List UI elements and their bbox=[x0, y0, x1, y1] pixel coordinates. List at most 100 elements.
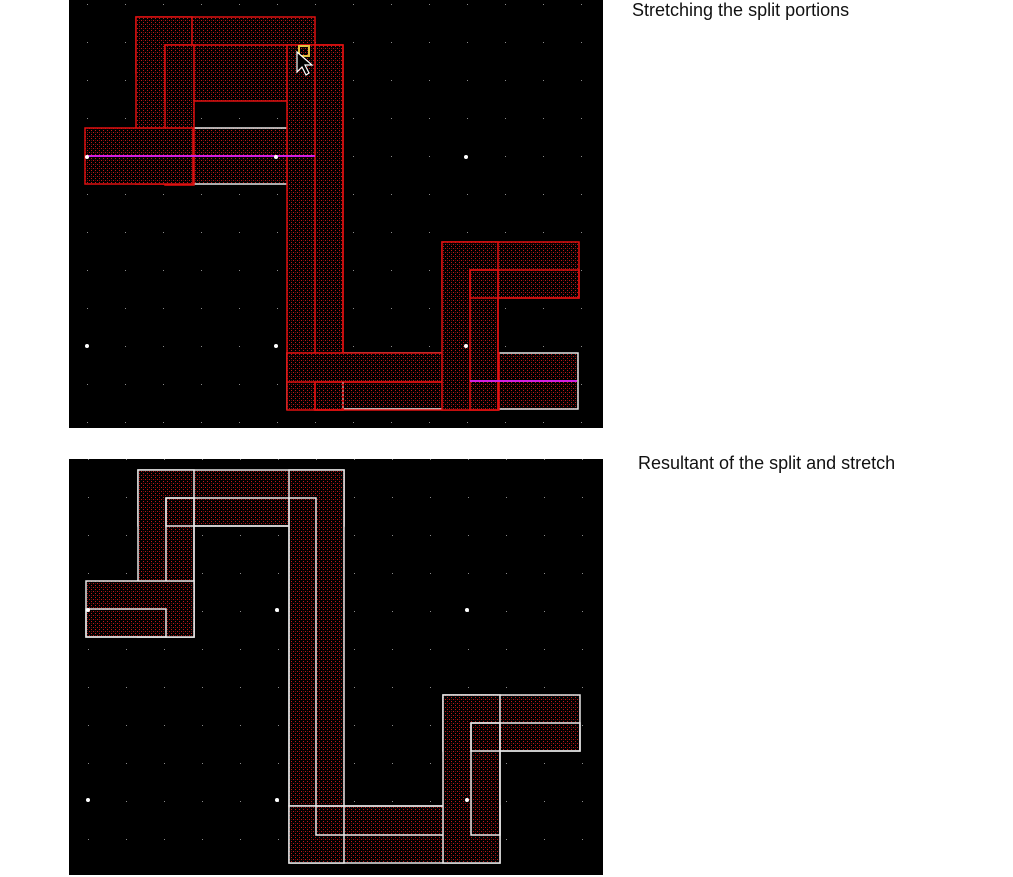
grid-dot bbox=[126, 763, 127, 764]
grid-dot bbox=[543, 232, 544, 233]
grid-dot bbox=[506, 687, 507, 688]
grid-dot bbox=[277, 422, 278, 423]
grid-dot bbox=[506, 573, 507, 574]
grid-dot bbox=[201, 422, 202, 423]
grid-dot bbox=[505, 422, 506, 423]
grid-dot bbox=[581, 346, 582, 347]
grid-dot bbox=[239, 308, 240, 309]
grid-dot bbox=[467, 80, 468, 81]
grid-dot bbox=[163, 270, 164, 271]
grid-dot bbox=[239, 384, 240, 385]
grid-dot bbox=[544, 687, 545, 688]
grid-dot bbox=[544, 649, 545, 650]
grid-dot bbox=[315, 4, 316, 5]
grid-dot bbox=[278, 839, 279, 840]
grid-dot bbox=[430, 459, 431, 460]
grid-dot bbox=[430, 611, 431, 612]
grid-dot bbox=[277, 232, 278, 233]
grid-dot bbox=[240, 459, 241, 460]
grid-dot bbox=[239, 232, 240, 233]
grid-dot bbox=[392, 763, 393, 764]
grid-dot bbox=[164, 839, 165, 840]
grid-dot bbox=[240, 763, 241, 764]
wire-segment bbox=[470, 722, 501, 836]
grid-dot bbox=[277, 118, 278, 119]
grid-dot bbox=[87, 42, 88, 43]
grid-dot bbox=[467, 4, 468, 5]
grid-dot bbox=[544, 839, 545, 840]
grid-dot bbox=[544, 535, 545, 536]
grid-dot bbox=[582, 611, 583, 612]
grid-dot bbox=[391, 308, 392, 309]
grid-dot bbox=[278, 535, 279, 536]
grid-dot bbox=[240, 649, 241, 650]
grid-dot bbox=[582, 763, 583, 764]
grid-dot bbox=[392, 725, 393, 726]
grid-dot bbox=[126, 649, 127, 650]
grid-dot bbox=[506, 611, 507, 612]
wire-segment bbox=[85, 608, 167, 638]
grid-dot bbox=[505, 42, 506, 43]
grid-dot bbox=[163, 194, 164, 195]
grid-dot bbox=[354, 687, 355, 688]
grid-dot bbox=[354, 801, 355, 802]
grid-dot bbox=[581, 156, 582, 157]
grid-dot bbox=[125, 308, 126, 309]
grid-dot bbox=[202, 801, 203, 802]
grid-dot bbox=[125, 118, 126, 119]
arrow-pointer-icon bbox=[296, 45, 314, 76]
grid-dot bbox=[581, 194, 582, 195]
layout-canvas-stretching[interactable] bbox=[69, 0, 603, 428]
grid-dot bbox=[164, 687, 165, 688]
grid-dot bbox=[505, 4, 506, 5]
grid-dot bbox=[240, 839, 241, 840]
grid-dot bbox=[429, 232, 430, 233]
grid-dot bbox=[543, 42, 544, 43]
grid-dot bbox=[581, 384, 582, 385]
grid-dot bbox=[391, 4, 392, 5]
grid-dot bbox=[354, 573, 355, 574]
grid-dot bbox=[581, 80, 582, 81]
grid-dot bbox=[467, 118, 468, 119]
grid-dot bbox=[582, 535, 583, 536]
snap-points-bottom bbox=[86, 608, 469, 802]
grid-dot bbox=[429, 346, 430, 347]
grid-dot bbox=[125, 232, 126, 233]
grid-dot bbox=[277, 194, 278, 195]
grid-dot bbox=[354, 725, 355, 726]
grid-dot bbox=[467, 232, 468, 233]
grid-dot bbox=[391, 118, 392, 119]
grid-dot bbox=[240, 611, 241, 612]
grid-dot bbox=[505, 80, 506, 81]
grid-dot bbox=[581, 232, 582, 233]
grid-dot bbox=[202, 649, 203, 650]
grid-dot bbox=[354, 649, 355, 650]
grid-dot bbox=[125, 270, 126, 271]
grid-dot bbox=[201, 384, 202, 385]
grid-dot bbox=[240, 573, 241, 574]
grid-dot bbox=[278, 649, 279, 650]
grid-dot bbox=[240, 687, 241, 688]
layout-canvas-resultant[interactable] bbox=[69, 459, 603, 875]
grid-dot bbox=[125, 80, 126, 81]
grid-dot bbox=[582, 573, 583, 574]
grid-dot bbox=[278, 459, 279, 460]
grid-dot bbox=[87, 118, 88, 119]
grid-dot bbox=[468, 535, 469, 536]
grid-dot bbox=[353, 42, 354, 43]
grid-dot bbox=[126, 687, 127, 688]
grid-dot bbox=[392, 687, 393, 688]
grid-dot bbox=[353, 194, 354, 195]
grid-dot bbox=[392, 573, 393, 574]
grid-dot bbox=[88, 763, 89, 764]
grid-dot bbox=[87, 270, 88, 271]
grid-dot bbox=[88, 839, 89, 840]
grid-dot bbox=[506, 801, 507, 802]
grid-dot bbox=[543, 4, 544, 5]
grid-dot bbox=[468, 497, 469, 498]
grid-dot bbox=[201, 194, 202, 195]
layout-drawing-bottom bbox=[85, 459, 583, 864]
grid-dot bbox=[391, 346, 392, 347]
wire-segment bbox=[469, 269, 499, 411]
grid-dot bbox=[277, 308, 278, 309]
